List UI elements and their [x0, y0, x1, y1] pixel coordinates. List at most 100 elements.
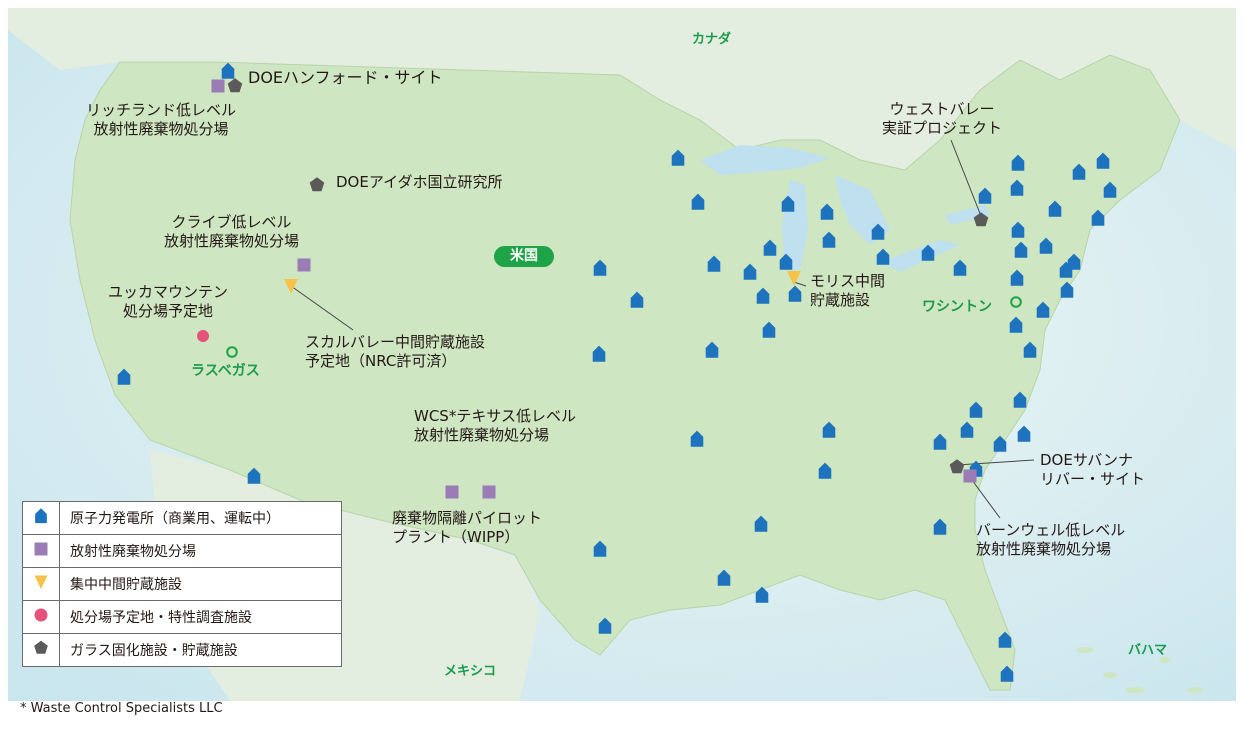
- morris-label-line1: モリス中間: [810, 272, 886, 290]
- barnwell-label-line2: 放射性廃棄物処分場: [976, 540, 1112, 558]
- usa-badge: 米国: [494, 246, 554, 267]
- barnwell-label-line1: バーンウェル低レベル: [976, 521, 1126, 539]
- hanford-label: DOEハンフォード・サイト: [248, 68, 443, 87]
- disposal-site-marker: [297, 258, 311, 272]
- nuclear-plant-marker: [1096, 152, 1110, 169]
- vitrification-facility-marker: [227, 78, 243, 93]
- leader-savannah: [956, 459, 1035, 466]
- usa-land: [69, 54, 1181, 691]
- legend-label: 処分場予定地・特性調査施設: [59, 600, 342, 634]
- nuclear-plant-marker: [1014, 241, 1028, 258]
- bahamas-label: バハマ: [1128, 643, 1168, 658]
- savannah-label-line2: リバー・サイト: [1040, 470, 1146, 488]
- nuclear-plant-marker: [871, 223, 885, 240]
- nuclear-plant-marker: [822, 421, 836, 438]
- nuclear-plant-marker: [117, 368, 131, 385]
- nuclear-plant-marker: [1009, 316, 1023, 333]
- clive-label-line1: クライブ低レベル: [171, 213, 292, 231]
- richland-label-line1: リッチランド低レベル: [86, 101, 237, 119]
- nuclear-plant-marker: [630, 291, 644, 308]
- nuclear-plant-marker: [691, 193, 705, 210]
- yucca-label: ユッカマウンテン 処分場予定地: [108, 283, 228, 321]
- nuclear-plant-marker: [781, 195, 795, 212]
- legend-label: 集中中間貯蔵施設: [59, 567, 342, 601]
- nuclear-plant-marker: [1039, 237, 1053, 254]
- nuclear-plant-marker: [1011, 154, 1025, 171]
- vitrification-facility-marker: [973, 212, 989, 227]
- disposal-site-marker: [482, 485, 496, 499]
- barnwell-label: バーンウェル低レベル 放射性廃棄物処分場: [976, 521, 1125, 559]
- nuclear-plant-marker: [717, 569, 731, 586]
- nuclear-plant-marker: [754, 515, 768, 532]
- legend-symbol-cell: [22, 600, 60, 634]
- bahamas-islands: [1076, 647, 1203, 693]
- leader-morris: [793, 281, 807, 287]
- nuclear-plant-marker: [960, 421, 974, 438]
- nuclear-plant-marker: [1103, 181, 1117, 198]
- nuclear-plant-marker: [1017, 425, 1031, 442]
- nuclear-plant-marker: [933, 518, 947, 535]
- legend-symbol-cell: [22, 633, 60, 667]
- city-marker: [226, 346, 238, 358]
- legend-symbol-cell: [22, 501, 60, 535]
- vitrification-facility-marker: [949, 459, 965, 474]
- nuclear-plant-marker: [969, 401, 983, 418]
- wcs-label-line1: WCS*テキサス低レベル: [414, 407, 577, 425]
- nuclear-plant-marker: [1060, 281, 1074, 298]
- leader-skull-valley: [290, 285, 354, 331]
- morris-label: モリス中間 貯蔵施設: [810, 272, 885, 310]
- legend-label: ガラス固化施設・貯蔵施設: [59, 633, 342, 667]
- pentagon-icon: [34, 640, 48, 654]
- clive-label-line2: 放射性廃棄物処分場: [164, 232, 300, 250]
- triangle-icon: [34, 575, 48, 590]
- nuclear-plant-marker: [705, 341, 719, 358]
- nuclear-plant-marker: [788, 285, 802, 302]
- leader-barnwell: [968, 475, 1001, 519]
- house-icon: [35, 508, 47, 524]
- lake-erie: [880, 240, 960, 272]
- savannah-label: DOEサバンナ リバー・サイト: [1040, 451, 1145, 489]
- richland-label: リッチランド低レベル 放射性廃棄物処分場: [86, 101, 236, 139]
- legend-label: 放射性廃棄物処分場: [59, 534, 342, 568]
- savannah-label-line1: DOEサバンナ: [1040, 451, 1133, 469]
- nuclear-plant-marker: [1036, 301, 1050, 318]
- nuclear-plant-marker: [598, 617, 612, 634]
- nuclear-plant-marker: [820, 203, 834, 220]
- nuclear-plant-marker: [876, 248, 890, 265]
- disposal-site-marker: [445, 485, 459, 499]
- yucca-label-line1: ユッカマウンテン: [108, 283, 229, 301]
- nuclear-plant-marker: [755, 586, 769, 603]
- interim-storage-marker: [284, 279, 298, 294]
- footnote: * Waste Control Specialists LLC: [20, 701, 223, 716]
- yucca-label-line2: 処分場予定地: [123, 302, 214, 320]
- west-valley-label-line1: ウェストバレー: [889, 100, 995, 118]
- wcs-label: WCS*テキサス低レベル 放射性廃棄物処分場: [414, 407, 576, 445]
- legend-label: 原子力発電所（商業用、運転中）: [59, 501, 342, 535]
- legend-row: ガラス固化施設・貯蔵施設: [22, 633, 342, 667]
- idaho-label: DOEアイダホ国立研究所: [336, 173, 503, 191]
- nuclear-plant-marker: [1048, 200, 1062, 217]
- mexico-label: メキシコ: [444, 664, 497, 679]
- nuclear-plant-marker: [1067, 253, 1081, 270]
- richland-label-line2: 放射性廃棄物処分場: [93, 120, 229, 138]
- wipp-label: 廃棄物隔離パイロット プラント（WIPP）: [392, 509, 542, 547]
- nuclear-plant-marker: [978, 187, 992, 204]
- nuclear-plant-marker: [247, 467, 261, 484]
- legend-row: 原子力発電所（商業用、運転中）: [22, 501, 342, 535]
- nuclear-plant-marker: [593, 259, 607, 276]
- nuclear-plant-marker: [921, 244, 935, 261]
- canada-land: [8, 8, 1236, 170]
- legend-symbol-cell: [22, 534, 60, 568]
- west-valley-label-line2: 実証プロジェクト: [882, 119, 1003, 137]
- clive-label: クライブ低レベル 放射性廃棄物処分場: [164, 213, 299, 251]
- wipp-label-line1: 廃棄物隔離パイロット: [392, 509, 543, 527]
- washington-label: ワシントン: [922, 299, 992, 315]
- nuclear-plant-marker: [1011, 221, 1025, 238]
- nuclear-plant-marker: [690, 430, 704, 447]
- wipp-label-line2: プラント（WIPP）: [392, 528, 520, 546]
- morris-label-line2: 貯蔵施設: [810, 291, 871, 309]
- disposal-site-marker: [211, 79, 225, 93]
- nuclear-plant-marker: [763, 239, 777, 256]
- lake-superior: [700, 145, 830, 175]
- nuclear-plant-marker: [933, 433, 947, 450]
